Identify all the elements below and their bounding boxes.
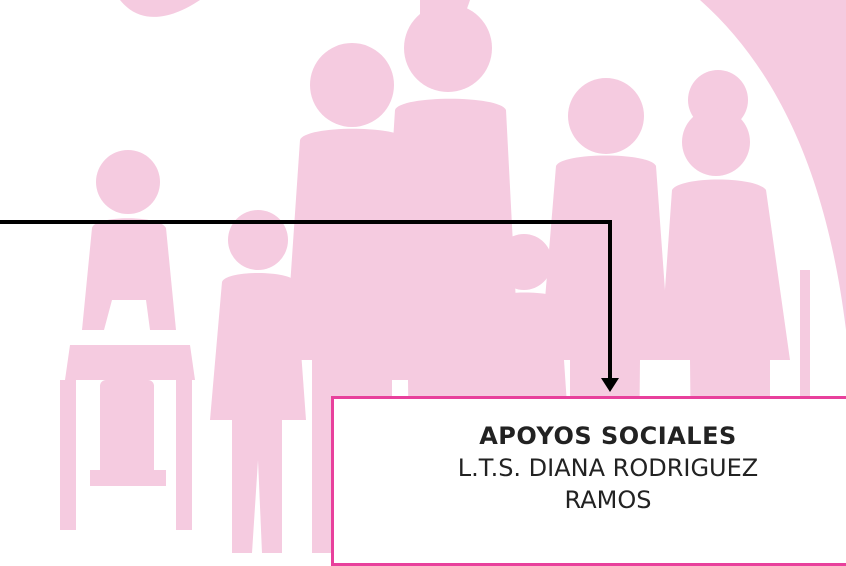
node-name-line1: L.T.S. DIANA RODRIGUEZ (457, 454, 759, 482)
node-title: APOYOS SOCIALES (479, 422, 737, 450)
apoyos-sociales-text: APOYOS SOCIALES L.T.S. DIANA RODRIGUEZ R… (383, 420, 833, 516)
node-name-line2: RAMOS (564, 486, 652, 514)
arrowhead (601, 378, 619, 392)
connector-line (0, 220, 619, 392)
